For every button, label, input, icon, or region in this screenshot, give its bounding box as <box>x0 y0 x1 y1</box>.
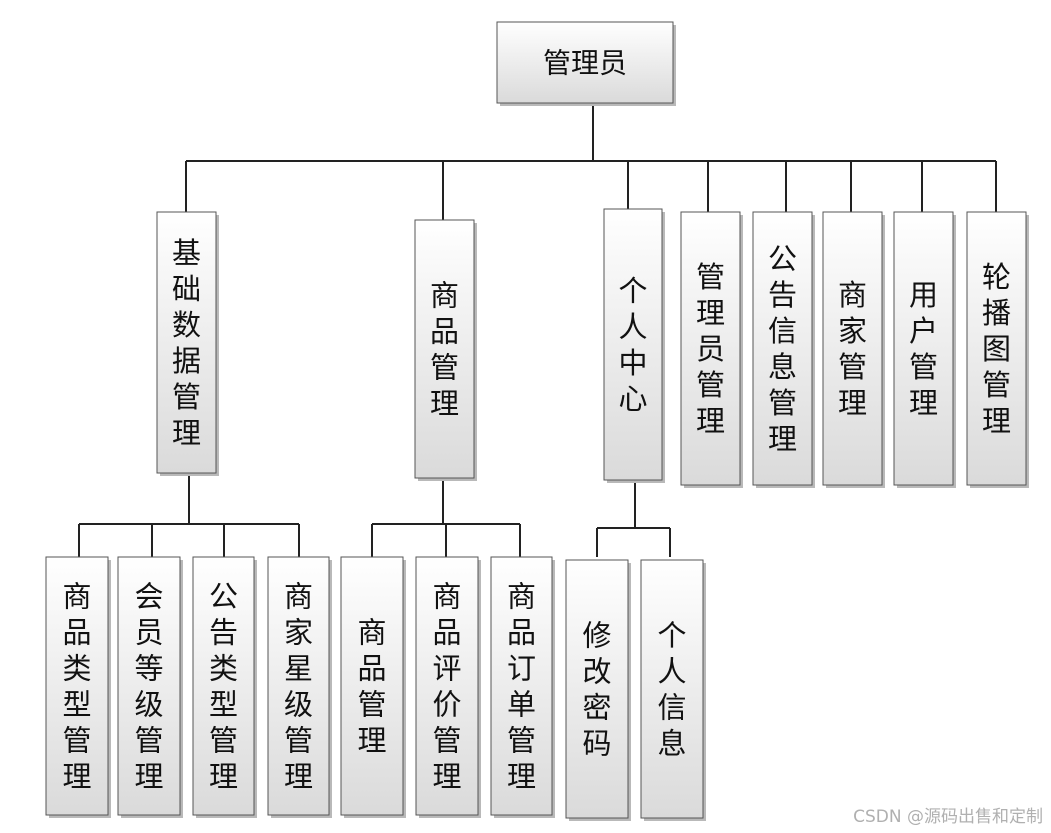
node-guanliyuan-label: 管理员管理 <box>696 260 725 438</box>
node-gonggao-label: 公告信息管理 <box>768 242 797 456</box>
node-jichu-label: 基础数据管理 <box>172 236 201 450</box>
node-guanliyuan: 管理员管理 <box>680 211 743 488</box>
node-shangjia: 商家管理 <box>822 211 885 488</box>
node-geren: 个人中心 <box>603 208 665 483</box>
root-node: 管理员 <box>496 21 676 106</box>
subnode-jichu-3-label: 商家星级管理 <box>284 579 313 793</box>
subnode-shangpin-4-label: 商品管理 <box>357 615 386 757</box>
subnode-jichu-0-label: 商品类型管理 <box>62 579 91 793</box>
subnode-jichu-2-label: 公告类型管理 <box>209 579 238 793</box>
subnode-jichu-2: 公告类型管理 <box>192 556 257 818</box>
root-node-label: 管理员 <box>543 47 627 80</box>
node-yonghu-label: 用户管理 <box>909 278 938 420</box>
node-shangpin: 商品管理 <box>414 219 477 481</box>
node-yonghu: 用户管理 <box>893 211 956 488</box>
subnode-jichu-3: 商家星级管理 <box>267 556 332 818</box>
subnode-shangpin-6: 商品订单管理 <box>490 556 555 818</box>
node-shangpin-label: 商品管理 <box>430 278 459 420</box>
subnode-jichu-0: 商品类型管理 <box>45 556 111 818</box>
subnode-shangpin-6-label: 商品订单管理 <box>507 579 536 793</box>
node-lunbotu: 轮播图管理 <box>966 211 1029 488</box>
watermark: CSDN @源码出售和定制 <box>853 807 1043 827</box>
subnode-jichu-1-label: 会员等级管理 <box>134 579 163 793</box>
subnode-shangpin-4: 商品管理 <box>340 556 406 818</box>
subnode-shangpin-5: 商品评价管理 <box>415 556 481 818</box>
subnode-jichu-1: 会员等级管理 <box>117 556 183 818</box>
subnode-geren-7-label: 修改密码 <box>582 618 611 760</box>
node-gonggao: 公告信息管理 <box>752 211 815 488</box>
node-jichu: 基础数据管理 <box>156 211 219 476</box>
node-shangjia-label: 商家管理 <box>838 278 867 420</box>
subnode-shangpin-5-label: 商品评价管理 <box>432 579 461 793</box>
subnode-geren-7: 修改密码 <box>565 559 631 821</box>
subnode-geren-8: 个人信息 <box>640 559 706 821</box>
subnode-geren-8-label: 个人信息 <box>657 618 686 760</box>
node-lunbotu-label: 轮播图管理 <box>982 260 1011 438</box>
node-geren-label: 个人中心 <box>618 274 647 416</box>
